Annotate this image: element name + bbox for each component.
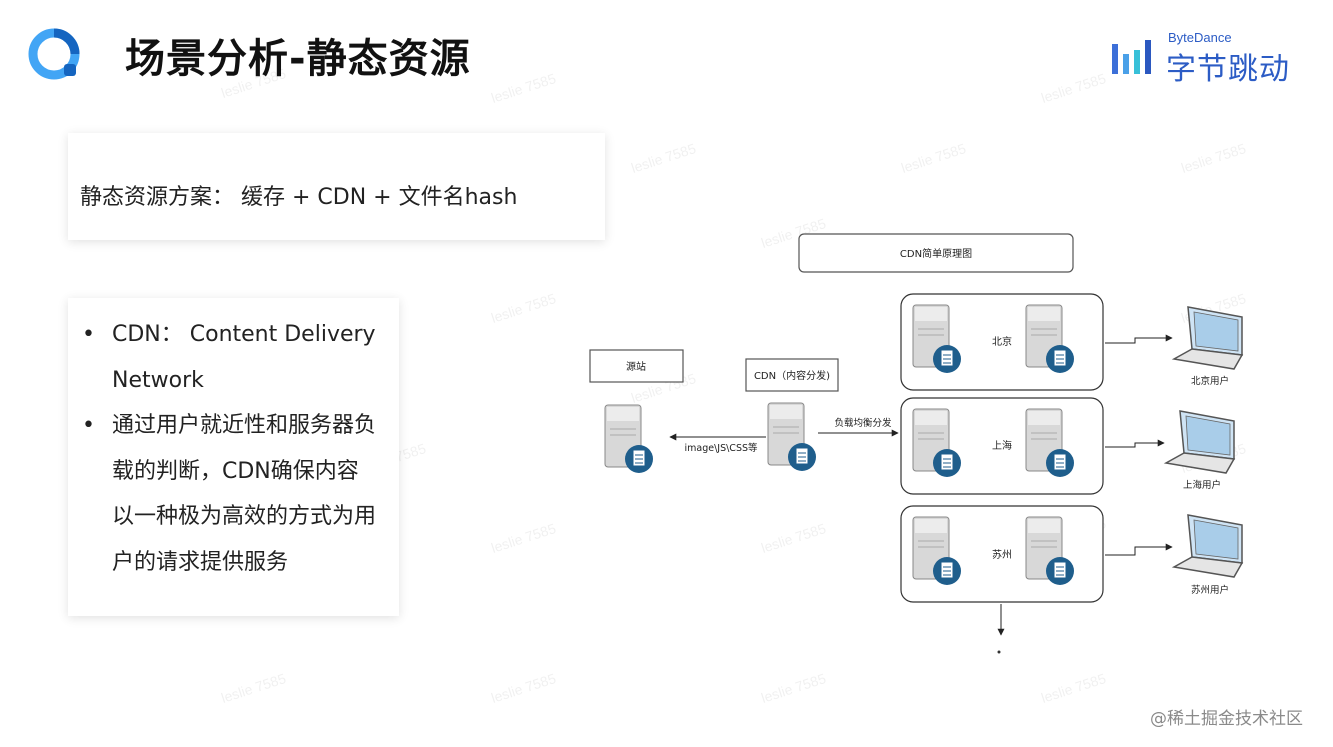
watermark-text: leslie 7585: [489, 70, 558, 106]
diagram-title: CDN简单原理图: [900, 247, 972, 260]
origin-label: 源站: [626, 360, 646, 373]
cdn-diagram: CDN简单原理图 源站 CDN（内容分发) image\JS\CSS等 负载均衡…: [589, 233, 1243, 654]
brand-name-zh: 字节跳动: [1166, 52, 1290, 87]
laptop-icon: [1173, 306, 1243, 370]
laptop-icon: [1173, 514, 1243, 578]
brand-name-en: ByteDance: [1168, 30, 1232, 45]
bytedance-logo: [1112, 40, 1151, 74]
arrow-to-regions-label: 负载均衡分发: [834, 417, 892, 429]
cdn-label: CDN（内容分发): [754, 369, 830, 382]
cdn-description-card: •CDN： Content Delivery Network •通过用户就近性和…: [68, 298, 399, 616]
region-user: 上海用户: [1183, 479, 1221, 491]
watermark-text: leslie 7585: [1039, 70, 1108, 106]
region-user: 苏州用户: [1191, 584, 1229, 596]
solution-card: 静态资源方案： 缓存 + CDN + 文件名hash: [68, 133, 605, 240]
arrow-to-origin-label: image\JS\CSS等: [684, 442, 758, 454]
watermark-text: leslie 7585: [1039, 670, 1108, 706]
bullet-text: 通过用户就近性和服务器负载的判断，CDN确保内容以一种极为高效的方式为用户的请求…: [112, 413, 377, 575]
watermark-text: leslie 7585: [489, 670, 558, 706]
laptop-icon: [1165, 410, 1235, 474]
watermark-text: leslie 7585: [219, 670, 288, 706]
watermark-text: leslie 7585: [489, 520, 558, 556]
region-user: 北京用户: [1191, 375, 1229, 387]
cdn-server-icon: [767, 402, 817, 472]
watermark-text: leslie 7585: [759, 670, 828, 706]
watermark-text: leslie 7585: [899, 140, 968, 176]
origin-server-icon: [604, 404, 654, 474]
more-regions-dot: [997, 650, 1001, 654]
watermark-text: leslie 7585: [489, 290, 558, 326]
app-logo: [28, 28, 80, 80]
region-city: 北京: [992, 335, 1012, 348]
region-city: 苏州: [992, 548, 1012, 561]
origin-label-box: [589, 349, 684, 383]
bullet-text: CDN： Content Delivery Network: [112, 322, 376, 393]
region-city: 上海: [992, 439, 1012, 452]
watermark-text: leslie 7585: [629, 140, 698, 176]
bullet-item: •CDN： Content Delivery Network: [82, 322, 376, 393]
cdn-label-box: [745, 358, 839, 392]
arrow-to-user: [1105, 334, 1173, 344]
diagram-title-box: [798, 233, 1074, 273]
arrow-to-user: [1105, 543, 1173, 556]
solution-text: 静态资源方案： 缓存 + CDN + 文件名hash: [80, 185, 518, 210]
bullet-list: •CDN： Content Delivery Network •通过用户就近性和…: [80, 312, 380, 585]
arrow-to-user: [1105, 439, 1165, 448]
footer-credit: @稀土掘金技术社区: [1150, 709, 1303, 729]
watermark-text: leslie 7585: [1179, 140, 1248, 176]
bullet-item: •通过用户就近性和服务器负载的判断，CDN确保内容以一种极为高效的方式为用户的请…: [82, 413, 377, 575]
page-title: 场景分析-静态资源: [125, 36, 471, 82]
